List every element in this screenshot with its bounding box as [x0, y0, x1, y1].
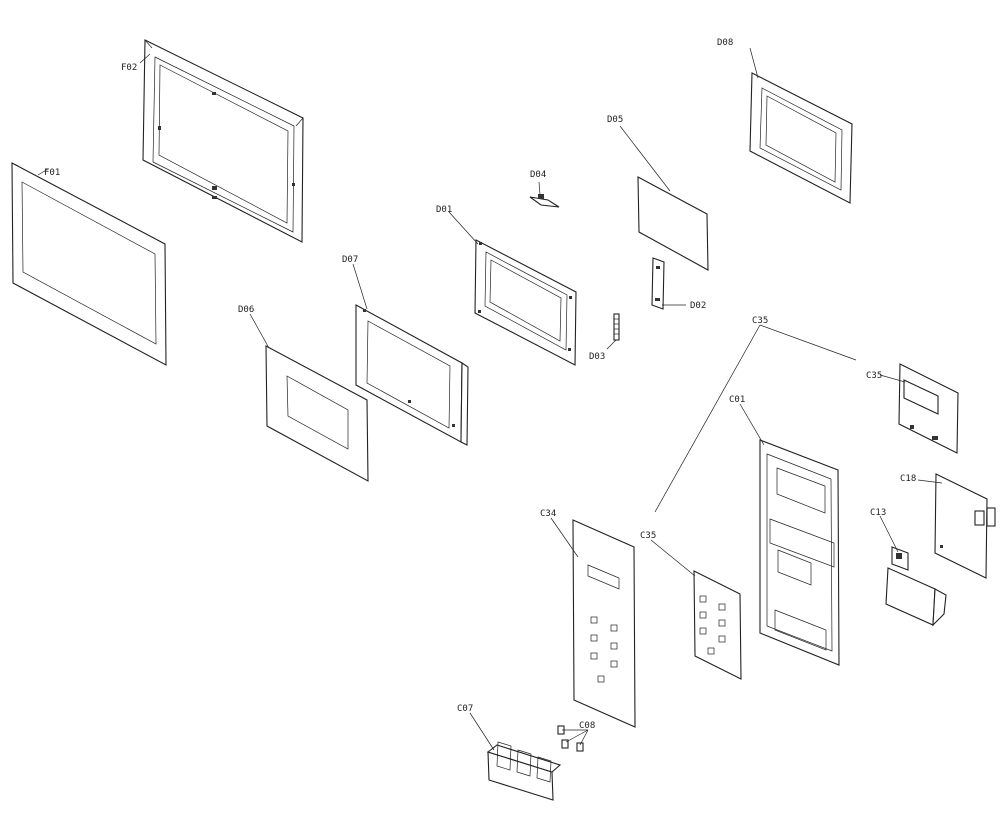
part-c35-pcb-top [898, 363, 959, 454]
label-d08: D08 [717, 38, 733, 48]
label-d07: D07 [342, 255, 358, 265]
part-labels: F02 F01 D01 D04 D05 D08 D07 D06 D03 D02 … [44, 38, 916, 731]
part-d08-door-seal [749, 72, 853, 204]
part-f01-door-panel [11, 162, 167, 366]
label-c13: C13 [870, 508, 886, 518]
part-f02-door-frame [142, 39, 304, 243]
part-c18-pcb-board [934, 473, 996, 579]
label-d05: D05 [607, 115, 623, 125]
leader-lines [37, 47, 943, 751]
part-d02-latch-hook [651, 257, 665, 310]
part-d07-inner-frame [355, 304, 469, 446]
part-d04-hinge-bracket [529, 194, 560, 208]
part-c34-membrane-panel [572, 519, 636, 728]
label-f01: F01 [44, 168, 60, 178]
part-d05-choke-cover [637, 176, 709, 271]
part-d01-door-assembly [474, 239, 577, 366]
label-c18: C18 [900, 474, 916, 484]
label-d03: D03 [589, 352, 605, 362]
label-c07: C07 [457, 704, 473, 714]
part-c13-switch [885, 546, 947, 627]
part-d06-inner-glass [265, 345, 369, 482]
part-c35-key-membrane [693, 570, 742, 680]
label-c34: C34 [540, 509, 556, 519]
label-c35-right: C35 [866, 371, 882, 381]
label-d06: D06 [238, 305, 254, 315]
label-c01: C01 [729, 395, 745, 405]
label-f02: F02 [121, 63, 137, 73]
label-c35-mid: C35 [640, 531, 656, 541]
label-c35-top: C35 [752, 316, 768, 326]
label-d02: D02 [690, 301, 706, 311]
part-c01-control-housing [759, 439, 840, 666]
label-d04: D04 [530, 170, 546, 180]
part-d03-spring [613, 313, 620, 341]
label-c08: C08 [579, 721, 595, 731]
part-c08-springs [557, 725, 584, 752]
part-c07-button-block [486, 741, 562, 801]
label-d01: D01 [436, 205, 452, 215]
